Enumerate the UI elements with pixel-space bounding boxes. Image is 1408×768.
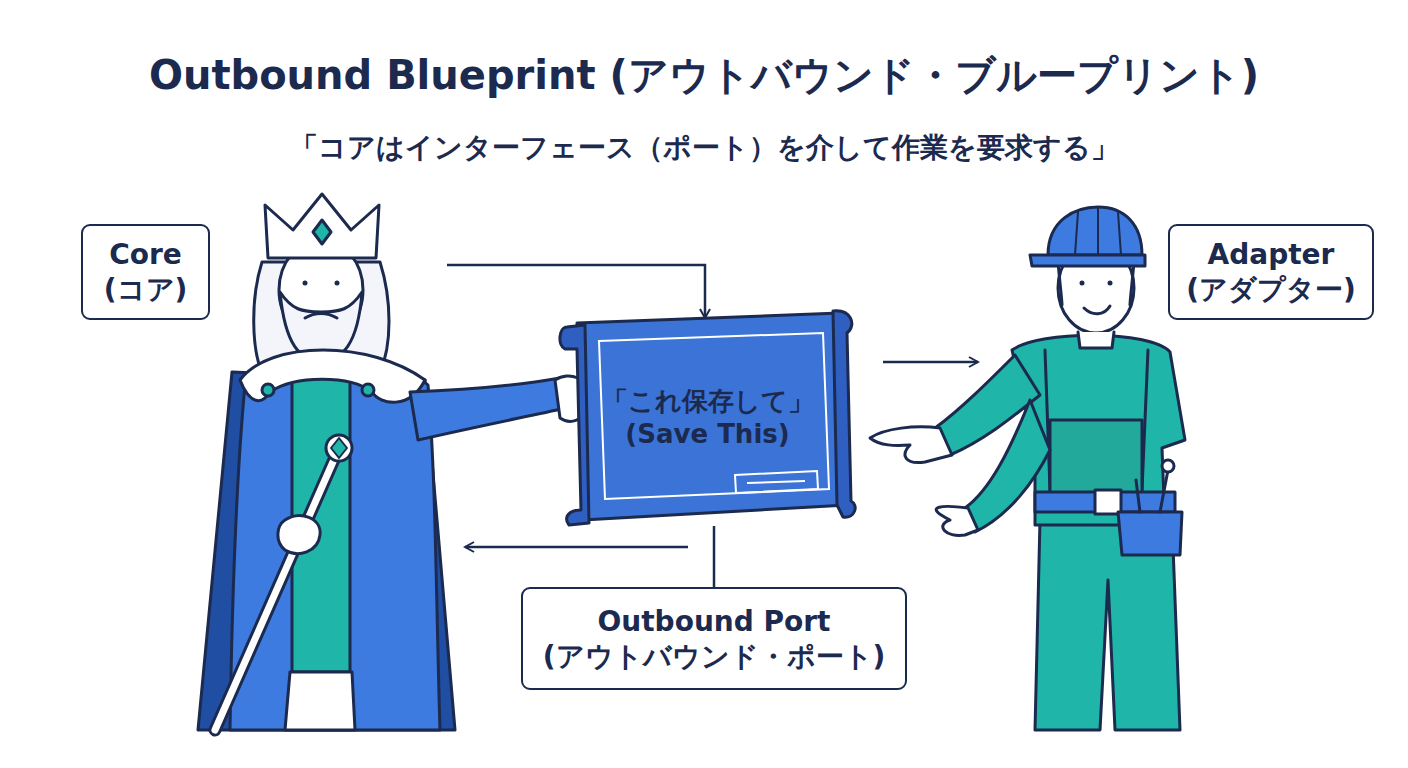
core-label: Core (コア) bbox=[81, 224, 210, 320]
subtitle: 「コアはインターフェース（ポート）を介して作業を要求する」 bbox=[290, 129, 1119, 167]
connector bbox=[714, 526, 715, 587]
scroll-text: 「これ保存して」 (Save This) bbox=[595, 385, 820, 450]
box-label: Core (コア) bbox=[93, 237, 198, 307]
scroll-outline bbox=[555, 305, 860, 530]
adapter-label: Adapter (アダプター) bbox=[1168, 224, 1374, 320]
worker-figure bbox=[870, 207, 1185, 730]
outbound-port-box: Outbound Port (アウトバウンド・ポート) bbox=[521, 587, 907, 690]
title: Outbound Blueprint (アウトバウンド・ブループリント) bbox=[149, 48, 1259, 103]
box-label: Outbound Port (アウトバウンド・ポート) bbox=[533, 604, 895, 674]
box-label: Adapter (アダプター) bbox=[1180, 237, 1362, 307]
blueprint-scroll: 「これ保存して」 (Save This) bbox=[555, 305, 860, 530]
